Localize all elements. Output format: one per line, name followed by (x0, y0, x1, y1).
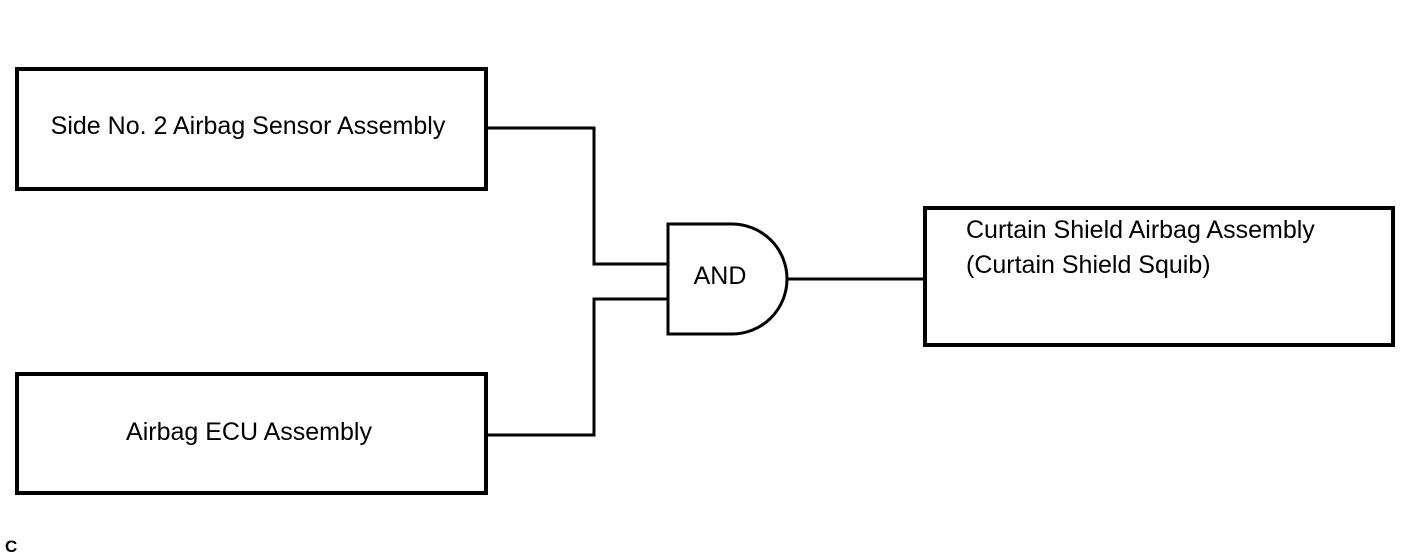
airbag-ecu-label: Airbag ECU Assembly (126, 418, 372, 446)
and-gate: AND (666, 222, 789, 336)
curtain-airbag-label-line2: (Curtain Shield Squib) (966, 251, 1211, 279)
and-gate-shape (666, 222, 789, 336)
and-gate-label: AND (694, 262, 747, 290)
corner-mark: C (5, 537, 17, 556)
side-sensor-label: Side No. 2 Airbag Sensor Assembly (51, 112, 446, 140)
connector-ecu-to-gate (486, 297, 668, 437)
connector-side-sensor-to-gate (486, 126, 668, 266)
curtain-airbag-box (923, 206, 1395, 347)
curtain-airbag-label-line1: Curtain Shield Airbag Assembly (966, 216, 1315, 244)
side-sensor-node: Side No. 2 Airbag Sensor Assembly (15, 67, 488, 191)
curtain-airbag-node: Curtain Shield Airbag Assembly (Curtain … (923, 206, 1395, 347)
airbag-ecu-node: Airbag ECU Assembly (15, 372, 488, 495)
